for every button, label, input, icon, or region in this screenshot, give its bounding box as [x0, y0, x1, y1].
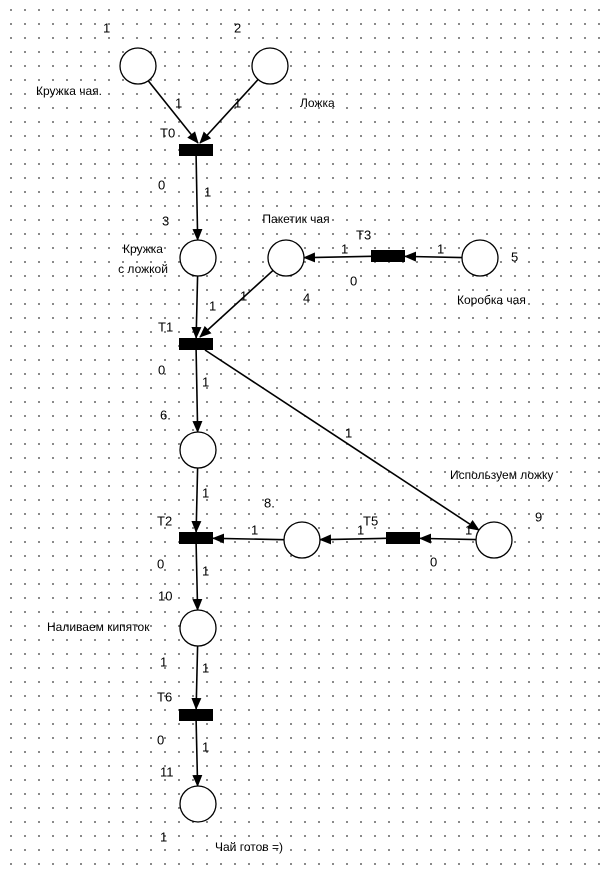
arc-weight: 1 — [202, 485, 209, 500]
transition-value: 0 — [350, 273, 357, 288]
transition-value: 0 — [157, 556, 164, 571]
transition-value: 0 — [157, 732, 164, 747]
place-id: 5 — [511, 249, 518, 264]
arc-weight: 1 — [251, 522, 258, 537]
place-9[interactable] — [475, 521, 513, 559]
arc-6-to-t2 — [191, 467, 202, 533]
place-4[interactable] — [267, 239, 305, 277]
place-label: Чай готов =) — [215, 840, 283, 854]
arc-weight: 1 — [357, 522, 364, 537]
place-label: Кружка — [123, 242, 163, 256]
arc-weight: 1 — [202, 739, 209, 754]
place-11[interactable] — [179, 785, 217, 823]
arc-t6-to-11 — [192, 720, 203, 788]
arc-t1-to-9 — [204, 349, 480, 531]
transition-name: T3 — [356, 227, 371, 242]
transition-t3[interactable] — [371, 250, 405, 262]
place-id: 4 — [303, 290, 310, 305]
arc-weight: 1 — [175, 95, 182, 110]
arc-10-to-t6 — [191, 645, 202, 710]
arc-weight: 1 — [465, 522, 472, 537]
transition-name: T0 — [160, 125, 175, 140]
transition-value: 0 — [158, 177, 165, 192]
transition-t5[interactable] — [386, 532, 420, 544]
place-2[interactable] — [251, 47, 289, 85]
place-label: Пакетик чая — [262, 212, 329, 226]
transition-t0[interactable] — [179, 144, 213, 156]
arc-weight: 1 — [341, 241, 348, 256]
arc-9-to-t5 — [419, 533, 477, 544]
arc-weight: 1 — [202, 374, 209, 389]
arc-t5-to-8 — [318, 534, 387, 545]
place-1[interactable] — [119, 47, 157, 85]
place-label: Наливаем кипяток — [47, 620, 150, 634]
place-label-line2: с ложкой — [118, 262, 168, 276]
place-id: 8. — [264, 495, 275, 510]
arc-weight: 1 — [234, 95, 241, 110]
place-id: 10 — [158, 588, 172, 603]
arc-weight: 1 — [209, 298, 216, 313]
place-10[interactable] — [179, 609, 217, 647]
arc-t0-to-3 — [192, 155, 203, 242]
place-5[interactable] — [461, 239, 499, 277]
transition-name: T1 — [158, 319, 173, 334]
arc-weight: 1 — [240, 288, 247, 303]
arcs — [147, 78, 480, 788]
place-tokens: 1 — [160, 829, 167, 844]
transition-value: 0 — [158, 362, 165, 377]
transition-name: T2 — [157, 513, 172, 528]
arc-2-to-t0 — [199, 78, 259, 144]
transition-value: 0 — [430, 554, 437, 569]
transition-t6[interactable] — [179, 709, 213, 721]
place-id: 3 — [162, 213, 169, 228]
place-id: 6. — [160, 407, 171, 422]
place-tokens: 1 — [160, 654, 167, 669]
place-8[interactable] — [283, 521, 321, 559]
arc-t2-to-10 — [192, 543, 203, 612]
arc-weight: 1 — [202, 660, 209, 675]
arc-weight: 1 — [202, 563, 209, 578]
transition-name: T5 — [363, 513, 378, 528]
transition-t1[interactable] — [179, 338, 213, 350]
transition-t2[interactable] — [179, 532, 213, 544]
arc-t1-to-6 — [192, 349, 203, 434]
place-id: 1 — [103, 20, 110, 35]
place-id: 11 — [160, 764, 174, 779]
place-id: 2 — [234, 20, 241, 35]
arc-weight: 1 — [437, 241, 444, 256]
nodes — [119, 47, 513, 823]
place-6[interactable] — [179, 431, 217, 469]
place-label: Используем ложку — [450, 468, 553, 482]
arc-3-to-t1 — [191, 275, 202, 339]
arc-1-to-t0 — [147, 80, 199, 144]
arc-weight: 1 — [204, 184, 211, 199]
place-label: Ложка — [300, 96, 335, 110]
place-3[interactable] — [179, 239, 217, 277]
transition-name: T6 — [157, 689, 172, 704]
arc-5-to-t3 — [404, 251, 463, 262]
place-label: Кружка чая. — [36, 84, 102, 98]
arc-t3-to-4 — [302, 252, 372, 263]
arc-8-to-t2 — [212, 533, 285, 544]
place-id: 9 — [535, 509, 542, 524]
place-label: Коробка чая — [457, 293, 526, 307]
arc-weight: 1 — [345, 425, 352, 440]
arc-4-to-t1 — [199, 269, 274, 338]
